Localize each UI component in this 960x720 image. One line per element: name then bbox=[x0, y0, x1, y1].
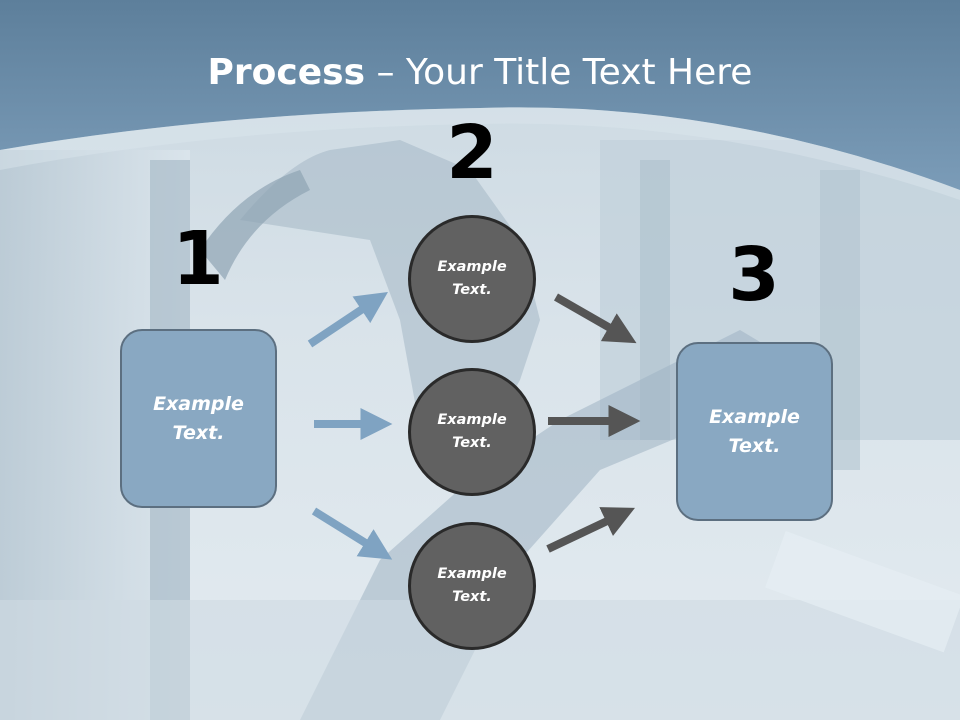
arrow-2-top-to-3 bbox=[554, 293, 637, 344]
step-2-circle-bottom: Example Text. bbox=[408, 522, 536, 650]
step-3-text: Example Text. bbox=[709, 406, 800, 457]
arrow-1-to-2-top bbox=[307, 292, 388, 348]
step-3-box: Example Text. bbox=[676, 342, 833, 521]
step-1-box: Example Text. bbox=[120, 329, 277, 508]
title-rest: – Your Title Text Here bbox=[365, 52, 753, 93]
step-2-circle-top: Example Text. bbox=[408, 215, 536, 343]
title-bold: Process bbox=[207, 52, 366, 93]
arrow-1-to-2-bottom bbox=[311, 507, 393, 560]
step-number-1: 1 bbox=[172, 216, 224, 302]
arrow-2-bottom-to-3 bbox=[546, 507, 636, 553]
header-band bbox=[0, 0, 960, 200]
slide-title: Process – Your Title Text Here bbox=[0, 52, 960, 93]
step-2-text-top: Example Text. bbox=[437, 258, 507, 298]
step-2-text-bottom: Example Text. bbox=[437, 565, 507, 605]
step-2-circle-middle: Example Text. bbox=[408, 368, 536, 496]
step-1-text: Example Text. bbox=[153, 393, 244, 444]
step-2-text-middle: Example Text. bbox=[437, 411, 507, 451]
step-number-2: 2 bbox=[446, 110, 498, 196]
step-number-3: 3 bbox=[728, 232, 780, 318]
